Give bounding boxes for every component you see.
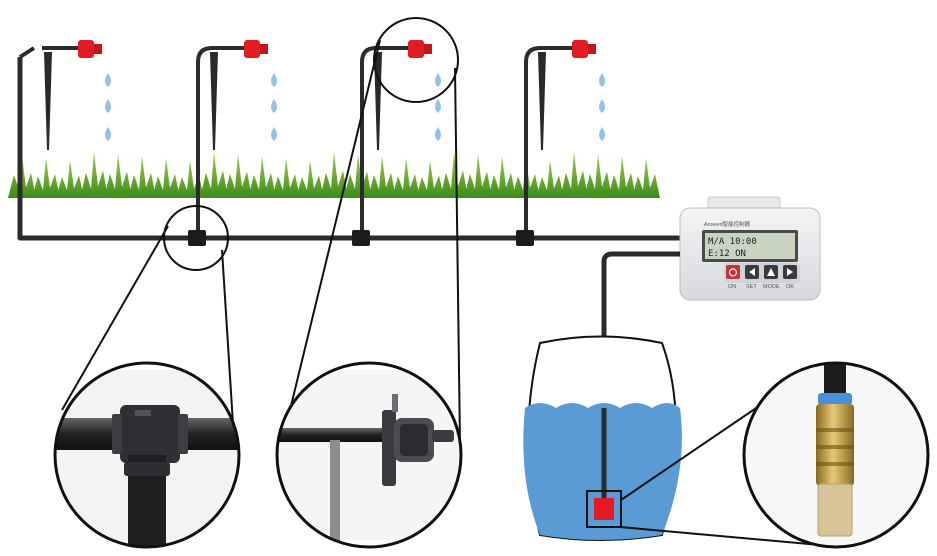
emitter-stake bbox=[42, 40, 111, 150]
water-tank bbox=[523, 335, 682, 541]
button-label-on: ON bbox=[728, 284, 736, 290]
water-droplet bbox=[599, 127, 605, 141]
left-button[interactable] bbox=[745, 265, 759, 279]
main-pipe bbox=[17, 46, 680, 241]
emitter-stake bbox=[196, 40, 277, 238]
grass-blade bbox=[152, 158, 180, 198]
grass-blade bbox=[56, 160, 84, 198]
tee-connector-detail bbox=[53, 361, 241, 549]
grass-blade bbox=[296, 160, 324, 198]
dripper-head bbox=[244, 40, 260, 58]
water-droplet bbox=[271, 73, 277, 87]
button-label-set: SET bbox=[746, 284, 757, 290]
water-droplet bbox=[435, 127, 441, 141]
grass-blade bbox=[272, 158, 300, 198]
left-arrow-icon bbox=[749, 268, 755, 276]
up-arrow-icon bbox=[767, 268, 775, 276]
water-droplet bbox=[435, 73, 441, 87]
dripper-head bbox=[408, 40, 424, 58]
dripper-head bbox=[572, 40, 588, 58]
timer-controller: Anseed智能控制器 M/A 10:00 E:12 ON ON SET MOD… bbox=[679, 196, 821, 301]
power-button[interactable] bbox=[726, 265, 740, 279]
emitter-group bbox=[42, 40, 605, 238]
water-droplet bbox=[599, 73, 605, 87]
emitter-stake bbox=[524, 40, 605, 238]
grass-blade bbox=[392, 158, 420, 198]
grass-blade bbox=[200, 152, 228, 198]
right-arrow-icon bbox=[787, 268, 793, 276]
grass-blade bbox=[32, 158, 60, 198]
grass-strip bbox=[8, 152, 660, 198]
water-droplet bbox=[599, 99, 605, 113]
water-droplet bbox=[105, 127, 111, 141]
right-button[interactable] bbox=[783, 265, 797, 279]
grass-blade bbox=[440, 152, 468, 198]
button-label-ok: OK bbox=[786, 284, 794, 290]
grass-blade bbox=[536, 160, 564, 198]
grass-blade bbox=[464, 154, 492, 198]
lcd-line-2: E:12 ON bbox=[708, 249, 746, 259]
water-droplet bbox=[271, 99, 277, 113]
grass-blade bbox=[416, 160, 444, 198]
water-droplet bbox=[435, 99, 441, 113]
grass-blade bbox=[344, 154, 372, 198]
filter-detail bbox=[742, 361, 930, 549]
lcd-line-1: M/A 10:00 bbox=[708, 237, 757, 247]
grass-blade bbox=[368, 156, 396, 198]
grass-blade bbox=[80, 152, 108, 198]
suction-pipe bbox=[601, 251, 680, 500]
water-droplet bbox=[105, 73, 111, 87]
water-droplet bbox=[271, 127, 277, 141]
up-button[interactable] bbox=[764, 265, 778, 279]
grass-blade bbox=[632, 158, 660, 198]
grass-blade bbox=[560, 152, 588, 198]
grass-blade bbox=[104, 154, 132, 198]
dripper-detail bbox=[275, 361, 463, 549]
tee-connector bbox=[188, 230, 534, 246]
grass-blade bbox=[224, 154, 252, 198]
water-droplet bbox=[105, 99, 111, 113]
grass-blade bbox=[488, 156, 516, 198]
grass-blade bbox=[584, 154, 612, 198]
grass-blade bbox=[248, 156, 276, 198]
grass-blade bbox=[320, 152, 348, 198]
dripper-head bbox=[78, 40, 94, 58]
button-label-mode: MODE bbox=[763, 284, 780, 290]
emitter-stake bbox=[360, 40, 441, 238]
grass-blade bbox=[608, 156, 636, 198]
controller-brand: Anseed智能控制器 bbox=[704, 220, 751, 228]
power-icon bbox=[728, 268, 738, 277]
grass-blade bbox=[128, 156, 156, 198]
